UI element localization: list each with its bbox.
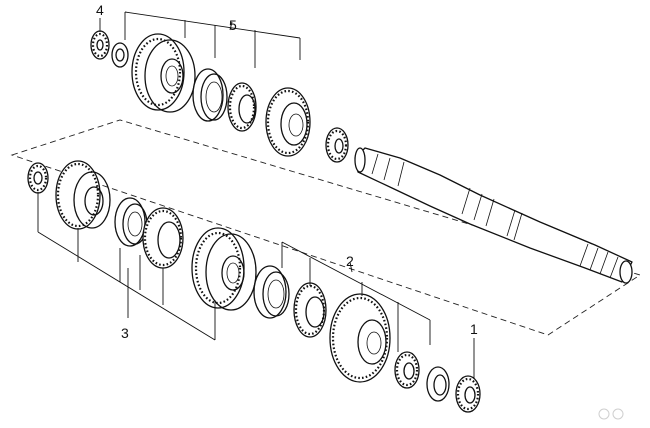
upper-synchro-hub bbox=[131, 33, 196, 113]
lower-gear-bearing bbox=[394, 351, 420, 389]
lower-synchro-ring bbox=[114, 197, 148, 247]
mid-synchro-ring bbox=[253, 265, 290, 319]
upper-needle-bearing bbox=[90, 30, 110, 60]
large-helical-gear bbox=[329, 293, 391, 383]
upper-gear bbox=[265, 87, 311, 157]
callout-number-1: 1 bbox=[470, 321, 478, 337]
lower-gear bbox=[55, 160, 111, 230]
upper-blocker-ring bbox=[227, 82, 257, 132]
upper-washer bbox=[111, 42, 129, 68]
lower-bushing bbox=[426, 366, 450, 402]
lower-synchro-hub bbox=[191, 227, 257, 311]
callout-number-4: 4 bbox=[96, 2, 104, 18]
mid-blocker-ring bbox=[293, 282, 327, 338]
lower-needle-bearing bbox=[27, 162, 49, 194]
assembly-outline bbox=[10, 119, 642, 336]
upper-synchro-ring bbox=[192, 68, 228, 122]
callout-3-bracket bbox=[37, 192, 216, 341]
lower-blocker-ring bbox=[142, 207, 184, 269]
callout-2-bracket bbox=[281, 241, 431, 352]
upper-gear-bearing bbox=[325, 127, 349, 163]
callout-number-5: 5 bbox=[229, 17, 237, 33]
callout-number-2: 2 bbox=[346, 253, 354, 269]
main-shaft bbox=[354, 147, 633, 284]
corner-watermark-mark bbox=[598, 408, 624, 420]
end-bearing bbox=[455, 375, 481, 413]
callout-5-bracket bbox=[124, 11, 301, 68]
callout-number-3: 3 bbox=[121, 325, 129, 341]
